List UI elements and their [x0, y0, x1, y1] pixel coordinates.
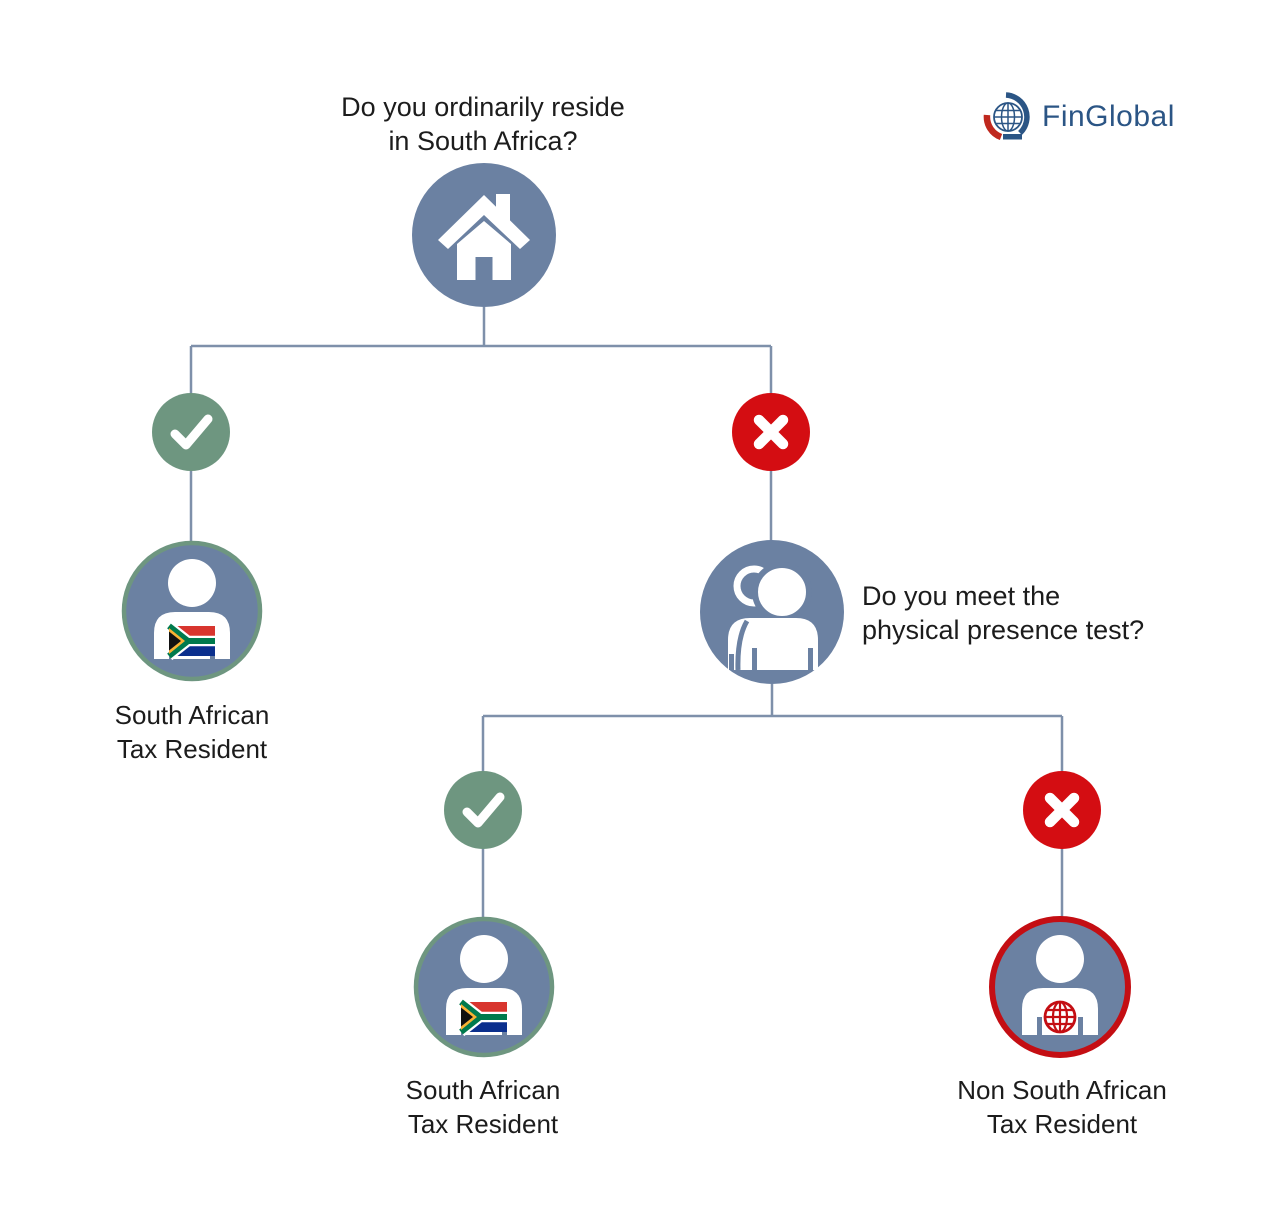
yes-badge-circle	[444, 771, 522, 849]
outcome-line: South African	[405, 1075, 561, 1105]
sa-resident-node-bottom	[413, 916, 555, 1058]
outcome-line: South African	[114, 700, 270, 730]
question-line: Do you meet the	[862, 581, 1061, 611]
yes-badge-circle	[152, 393, 230, 471]
no-badge-level1	[732, 393, 810, 471]
brand-logo: FinGlobal	[982, 88, 1175, 146]
yes-badge-level2	[444, 771, 522, 849]
house-node	[412, 163, 556, 307]
two-people-icon	[728, 562, 818, 671]
globe-icon	[1043, 1000, 1077, 1034]
outcome-line: Tax Resident	[986, 1109, 1138, 1139]
cross-icon	[1044, 792, 1080, 828]
non-resident-node	[989, 916, 1131, 1058]
cross-icon	[753, 414, 789, 450]
outcome-line: Non South African	[957, 1075, 1167, 1105]
no-badge-level2	[1023, 771, 1101, 849]
physical-presence-node	[700, 540, 844, 684]
question-line: Do you ordinarily reside	[341, 92, 625, 122]
check-icon	[462, 792, 505, 828]
question-ordinarily-reside: Do you ordinarily reside in South Africa…	[283, 90, 683, 158]
question-physical-presence: Do you meet the physical presence test?	[862, 579, 1192, 647]
sa-flag-icon	[165, 621, 215, 661]
sa-flag-icon	[457, 997, 507, 1037]
question-line: in South Africa?	[388, 126, 578, 156]
brand-name: FinGlobal	[1042, 100, 1175, 133]
question-line: physical presence test?	[862, 615, 1145, 645]
outcome-label-non-resident: Non South African Tax Resident	[887, 1073, 1237, 1141]
check-icon	[170, 414, 213, 450]
person-sa-flag-icon	[446, 935, 522, 1037]
person-globe-icon	[1022, 935, 1098, 1035]
outcome-line: Tax Resident	[407, 1109, 559, 1139]
outcome-line: Tax Resident	[116, 734, 268, 764]
yes-badge-level1	[152, 393, 230, 471]
outcome-label-sa-resident-left: South African Tax Resident	[42, 698, 342, 766]
outcome-label-sa-resident-bottom: South African Tax Resident	[333, 1073, 633, 1141]
person-sa-flag-icon	[154, 559, 230, 661]
house-icon	[438, 194, 530, 280]
globe-swoosh-icon	[983, 92, 1030, 141]
sa-resident-node-left	[121, 540, 263, 682]
